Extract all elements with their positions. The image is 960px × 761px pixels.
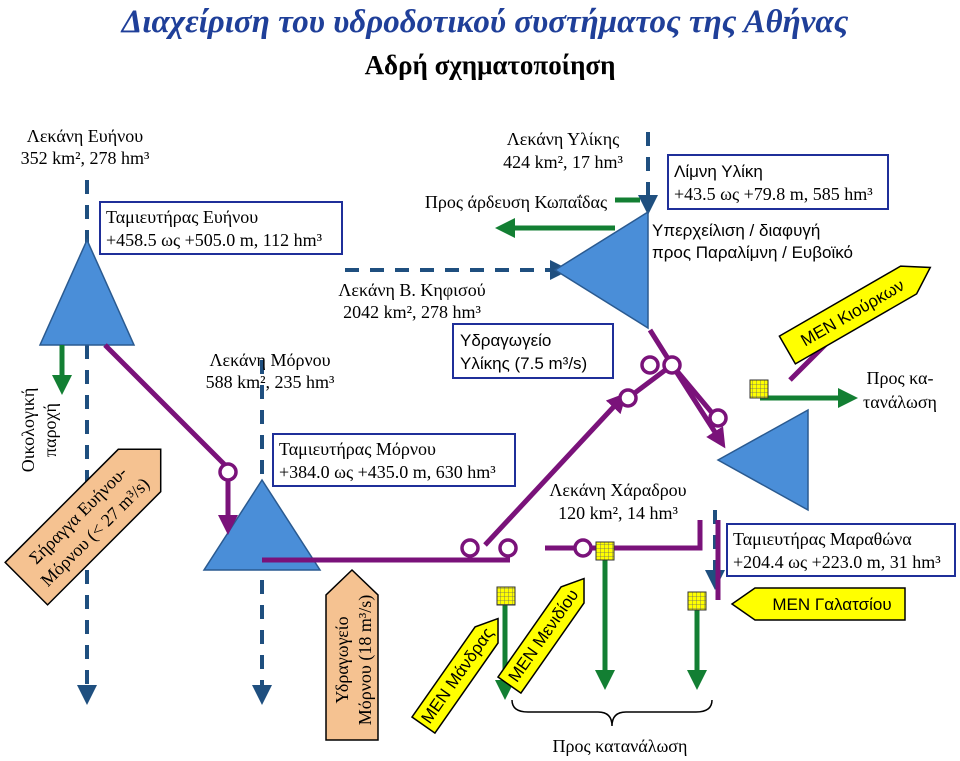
mornos-to-yliki-aqueduct bbox=[483, 392, 627, 547]
junction-node bbox=[640, 355, 660, 375]
junction-node bbox=[618, 388, 638, 408]
men-mandra-badge: ΜΕΝ Μάνδρας bbox=[410, 617, 499, 735]
yliki-aqueduct-box bbox=[452, 323, 614, 379]
yliki-aqueduct-label-1: Υδραγωγείο bbox=[460, 331, 551, 350]
mornos-aqueduct-label-1: Υδραγωγείο bbox=[332, 616, 352, 703]
reservoir-marathon-box bbox=[726, 523, 956, 577]
yliki-reservoir-icon bbox=[553, 210, 649, 330]
men-kiourka-badge: ΜΕΝ Κιούρκων bbox=[778, 265, 932, 365]
basin-yliki-name: Λεκάνη Υλίκης bbox=[507, 129, 620, 149]
ecological-label-2: παροχή bbox=[40, 403, 60, 457]
reservoir-marathon-range: +204.4 ως +223.0 m, 31 hm³ bbox=[733, 552, 941, 572]
basin-charadros-stats: 120 km², 14 hm³ bbox=[558, 503, 678, 523]
junction-node bbox=[218, 462, 238, 482]
reservoir-mornos-box bbox=[272, 433, 516, 487]
mornos-aqueduct-badge: Υδραγωγείο Μόρνου (18 m³/s) bbox=[325, 568, 379, 741]
consumption-right-1: Προς κα- bbox=[867, 368, 934, 388]
reservoir-mornos-range: +384.0 ως +435.0 m, 630 hm³ bbox=[279, 462, 496, 482]
men-menidi-label: ΜΕΝ Μενιδίου bbox=[505, 586, 583, 686]
reservoir-yliki-name: Λίμνη Υλίκη bbox=[674, 162, 763, 181]
basin-kifisos-name: Λεκάνη Β. Κηφισού bbox=[338, 280, 485, 300]
basin-mornos-stats: 588 km², 235 hm³ bbox=[206, 372, 335, 392]
page-subtitle: Αδρή σχηματοποίηση bbox=[365, 50, 616, 80]
reservoir-evinos-name: Ταμιευτήρας Ευήνου bbox=[106, 207, 258, 227]
marathon-reservoir-icon bbox=[716, 408, 809, 512]
reservoir-evinos-box bbox=[99, 201, 343, 255]
treatment-plant-icon bbox=[595, 541, 615, 561]
junction-node bbox=[498, 538, 518, 558]
reservoir-yliki-box bbox=[667, 154, 889, 210]
reservoir-evinos-range: +458.5 ως +505.0 m, 112 hm³ bbox=[106, 230, 323, 250]
kopaida-label: Προς άρδευση Κωπαΐδας bbox=[425, 192, 607, 212]
basin-evinos-name: Λεκάνη Ευήνου bbox=[27, 126, 143, 146]
men-galatsi-badge: ΜΕΝ Γαλατσίου bbox=[730, 587, 906, 621]
basin-yliki-stats: 424 km², 17 hm³ bbox=[503, 152, 623, 172]
treatment-plant-icon bbox=[687, 591, 707, 611]
consumption-brace bbox=[511, 699, 713, 727]
basin-mornos-name: Λεκάνη Μόρνου bbox=[209, 350, 330, 370]
reservoir-mornos-name: Ταμιευτήρας Μόρνου bbox=[279, 439, 436, 459]
treatment-plant-icon bbox=[496, 586, 516, 606]
junction-node bbox=[460, 538, 480, 558]
junction-node bbox=[708, 408, 728, 428]
charadros-link bbox=[545, 520, 703, 551]
yliki-aqueduct-label-2: Υλίκης (7.5 m³/s) bbox=[460, 354, 587, 373]
junction-node bbox=[573, 538, 593, 558]
basin-charadros-name: Λεκάνη Χάραδρου bbox=[549, 480, 686, 500]
treatment-plant-icon bbox=[749, 379, 769, 399]
reservoir-yliki-range: +43.5 ως +79.8 m, 585 hm³ bbox=[674, 184, 873, 204]
overflow-label-1: Υπερχείλιση / διαφυγή bbox=[652, 221, 820, 240]
junction-node bbox=[662, 355, 682, 375]
evinos-reservoir-icon bbox=[38, 238, 136, 346]
consumption-right-2: τανάλωση bbox=[863, 392, 937, 412]
yliki-aqueduct bbox=[647, 328, 726, 449]
men-kiourka-label: ΜΕΝ Κιούρκων bbox=[798, 276, 908, 351]
page-title: Διαχείριση του υδροδοτικού συστήματος τη… bbox=[120, 4, 849, 40]
reservoir-marathon-name: Ταμιευτήρας Μαραθώνα bbox=[733, 529, 912, 549]
mornos-reservoir-icon bbox=[202, 478, 322, 571]
consumption-bottom: Προς κατανάλωση bbox=[553, 736, 688, 756]
men-galatsi-label: ΜΕΝ Γαλατσίου bbox=[772, 595, 891, 614]
basin-kifisos-stats: 2042 km², 278 hm³ bbox=[343, 302, 481, 322]
ecological-label-1: Οικολογική bbox=[18, 388, 38, 473]
overflow-label-2: προς Παραλίμνη / Ευβοϊκό bbox=[652, 243, 853, 262]
mornos-aqueduct-label-2: Μόρνου (18 m³/s) bbox=[355, 595, 376, 725]
ecological-flow-label: Οικολογική παροχή bbox=[18, 388, 60, 473]
men-mandra-label: ΜΕΝ Μάνδρας bbox=[418, 624, 498, 727]
basin-evinos-stats: 352 km², 278 hm³ bbox=[21, 148, 150, 168]
